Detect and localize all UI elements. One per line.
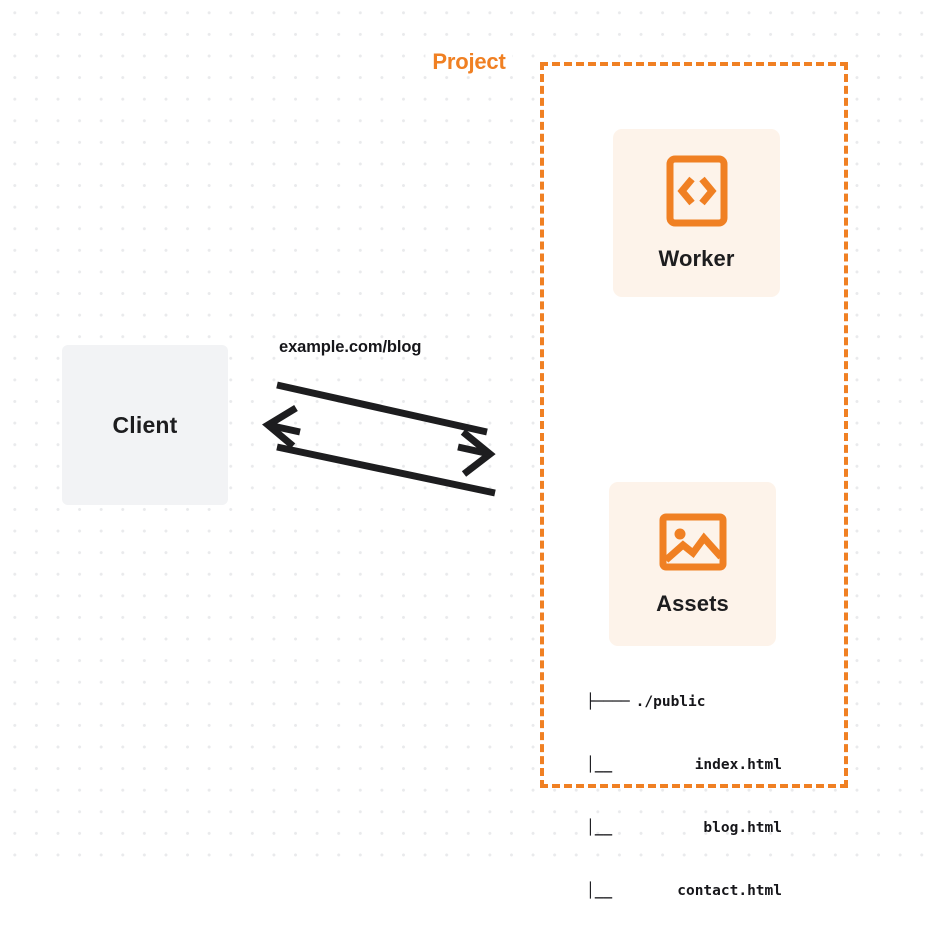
response-arrow xyxy=(262,381,488,449)
tree-node-name: ./public xyxy=(635,694,706,710)
client-node-label: Client xyxy=(112,411,178,438)
file-tree-row: │__ contact.html xyxy=(586,881,782,902)
tree-branch-glyph: │__ xyxy=(586,820,613,836)
worker-card[interactable]: Worker xyxy=(613,129,780,297)
image-icon xyxy=(659,512,727,577)
file-tree-row: │__ blog.html xyxy=(586,818,782,839)
tree-node-name: contact.html xyxy=(677,883,782,899)
assets-card-label: Assets xyxy=(656,590,729,616)
file-tree-row: │__ index.html xyxy=(586,755,782,776)
tree-node-name: blog.html xyxy=(703,820,782,836)
connection-url-label: example.com/blog xyxy=(279,338,422,356)
project-container-label: Project xyxy=(425,49,513,75)
client-node[interactable]: Client xyxy=(62,345,228,505)
tree-branch-glyph: ├──── xyxy=(586,694,630,710)
worker-card-label: Worker xyxy=(658,245,735,271)
code-brackets-icon xyxy=(666,155,728,232)
file-tree-row: ├──── ./public xyxy=(586,692,782,713)
tree-node-name: index.html xyxy=(694,757,782,773)
tree-branch-glyph: │__ xyxy=(586,757,613,773)
diagram-canvas: Client example.com/blog Project Worker xyxy=(0,0,938,899)
request-arrow xyxy=(276,429,496,497)
assets-card[interactable]: Assets xyxy=(609,482,776,646)
assets-file-tree: ├──── ./public │__ index.html │__ blog.h… xyxy=(586,650,782,944)
tree-branch-glyph: │__ xyxy=(586,883,613,899)
